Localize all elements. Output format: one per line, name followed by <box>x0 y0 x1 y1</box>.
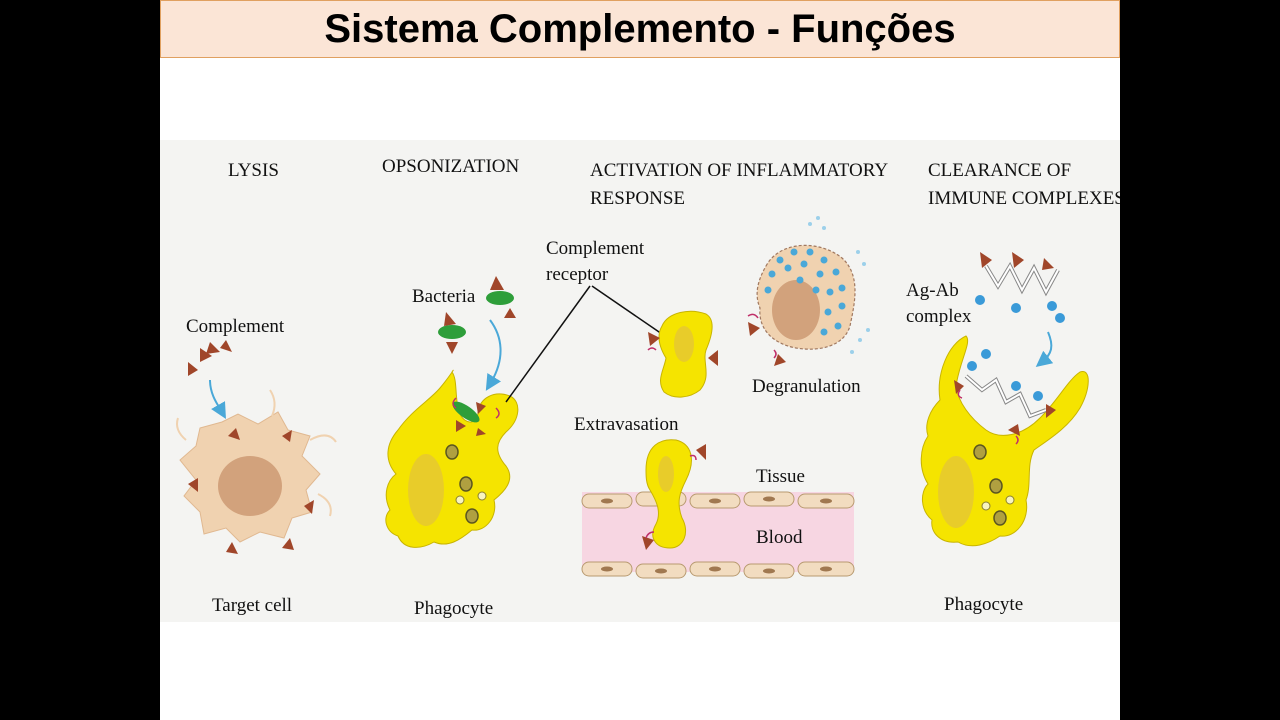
complement-functions-figure: LYSIS Complement <box>160 140 1120 622</box>
receptor-pointer-line-2 <box>592 286 662 334</box>
slide-title: Sistema Complemento - Funções <box>161 1 1119 57</box>
complement-receptor-label-line1: Complement <box>546 238 645 259</box>
bacteria-label: Bacteria <box>412 286 476 307</box>
target-cell-label: Target cell <box>212 595 292 616</box>
opsonization-phagocyte <box>386 370 518 547</box>
degranulation-label: Degranulation <box>752 376 861 397</box>
lysis-arrow <box>210 380 222 412</box>
tissue-label: Tissue <box>756 466 805 487</box>
degranulating-mast-cell <box>748 216 870 366</box>
clearance-heading-line2: IMMUNE COMPLEXES <box>928 188 1120 209</box>
agab-label-line1: Ag-Ab <box>906 280 959 301</box>
complement-receptor-label-line2: receptor <box>546 264 609 285</box>
inflammatory-heading-line1: ACTIVATION OF INFLAMMATORY <box>590 160 888 181</box>
opsonization-phagocyte-label: Phagocyte <box>414 598 493 619</box>
title-bar: Sistema Complemento - Funções <box>160 0 1120 58</box>
extravasation-label: Extravasation <box>574 414 679 435</box>
blood-label: Blood <box>756 527 803 548</box>
opsonization-arrow <box>490 320 501 384</box>
lysis-complement-label: Complement <box>186 316 285 337</box>
lysis-heading: LYSIS <box>228 160 279 181</box>
slide: Sistema Complemento - Funções LYSIS Comp… <box>160 0 1120 720</box>
clearance-phagocyte <box>921 336 1088 546</box>
activated-cell-upper <box>648 311 718 397</box>
receptor-pointer-line-1 <box>506 286 590 402</box>
lysed-target-cell <box>177 390 336 554</box>
clearance-heading-line1: CLEARANCE OF <box>928 160 1071 181</box>
opsonization-heading: OPSONIZATION <box>382 156 520 177</box>
blood-vessel <box>582 492 854 578</box>
immune-complex-upper <box>975 252 1065 323</box>
free-complement-triangles <box>188 340 232 376</box>
clearance-phagocyte-label: Phagocyte <box>944 594 1023 615</box>
clearance-arrow <box>1042 332 1051 362</box>
diagram-canvas: LYSIS Complement <box>160 140 1120 622</box>
agab-label-line2: complex <box>906 306 972 327</box>
inflammatory-heading-line2: RESPONSE <box>590 188 685 209</box>
